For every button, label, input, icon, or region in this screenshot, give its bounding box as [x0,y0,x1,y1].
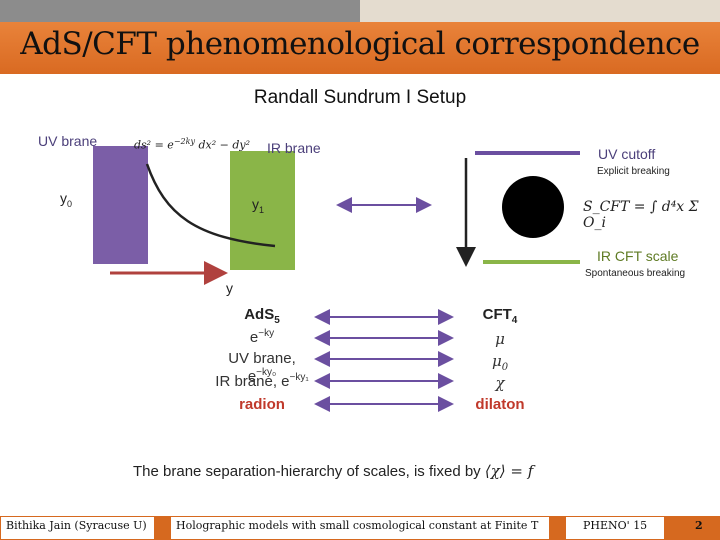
ads-row-1: UV brane, e−ky₀ [228,350,296,385]
ir-cft-scale-label: IR CFT scale [597,248,679,264]
uv-brane-rect [93,146,148,264]
radion-label: radion [239,396,285,413]
metric-formula: ds² = e−2ky dx² − dy² [134,137,251,152]
y-axis-label: y [226,280,233,296]
footer-talk: Holographic models with small cosmologic… [176,519,539,532]
slide-subtitle: Randall Sundrum I Setup [253,87,467,108]
top-bar-left [0,0,360,22]
ads-row-0: e−ky [249,328,275,346]
correspondence-arrows [314,309,454,412]
y0-label: y0 [60,190,73,209]
cft-row-1: μ0 [491,352,509,373]
footer-author: Bithika Jain (Syracuse U) [6,519,147,532]
footer-page-number: 2 [695,519,703,532]
warp-curve [145,163,276,248]
footer-conference: PHENO' 15 [583,519,648,532]
s-cft-formula: S_CFT = ∫ d⁴x Σ O_i [583,199,699,231]
top-bar-right [360,0,720,22]
y1-label: y1 [252,196,265,215]
uv-cutoff-label: UV cutoff [598,146,656,162]
ads5-title: AdS5 [244,306,280,326]
dilaton-label: dilaton [475,396,525,413]
uv-brane-label: UV brane [38,133,98,149]
spontaneous-breaking-label: Spontaneous breaking [585,268,686,279]
slide-title: AdS/CFT phenomenological correspondence [20,26,700,62]
black-hole-dot [502,176,564,238]
cft-row-0: μ [495,330,505,348]
header-band [0,22,720,74]
hierarchy-statement: The brane separation-hierarchy of scales… [133,462,534,480]
cft-row-2: χ [495,374,505,392]
explicit-breaking-label: Explicit breaking [597,166,670,177]
cft4-title: CFT4 [482,306,518,326]
ir-brane-label: IR brane [267,140,321,156]
ir-brane-rect [230,151,295,270]
ads-row-2: IR brane, e−ky₁ [215,372,309,390]
footer-talk-box [170,516,550,540]
